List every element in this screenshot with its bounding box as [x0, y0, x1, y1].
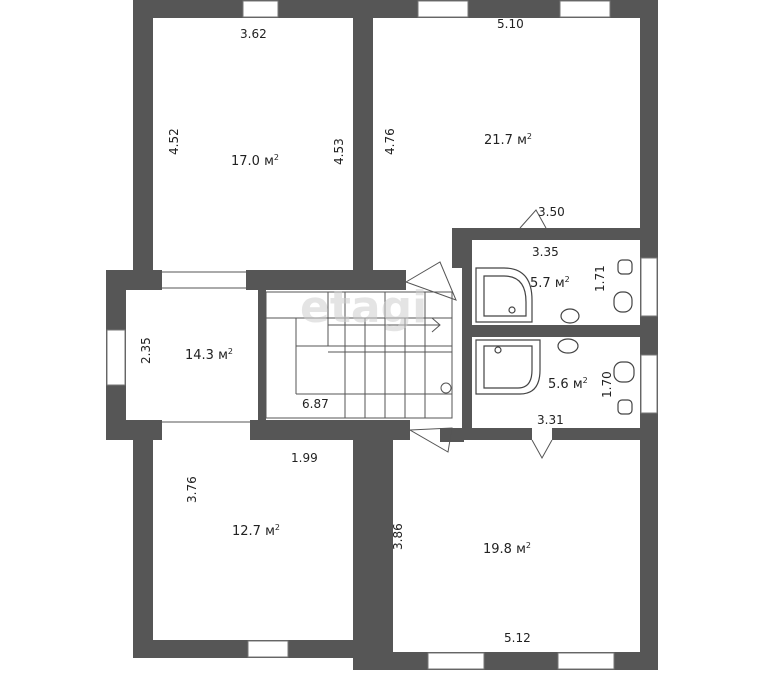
windows [106, 0, 658, 670]
room-top-left-area: 17.0 м2 [231, 153, 279, 169]
window-top-left [242, 0, 279, 18]
room-top-left-dim-right: 4.53 [332, 138, 346, 165]
sink-lower [557, 338, 579, 354]
bath-lower-dim-width: 3.31 [537, 413, 564, 427]
bath-lower: 5.6 м2 1.70 3.31 [537, 371, 614, 427]
toilet-lower-b [617, 399, 633, 415]
room-bottom-left: 12.7 м2 1.99 3.76 [185, 451, 318, 539]
window-right-lower [640, 354, 658, 414]
toilet-lower-a [613, 361, 635, 383]
window-bottom-left [247, 640, 289, 658]
room-top-right-dim-width: 5.10 [497, 17, 524, 31]
window-hall-left [106, 329, 126, 386]
room-top-right-dim-left: 4.76 [383, 128, 397, 155]
bath-upper-area: 5.7 м2 [530, 275, 570, 291]
window-top-right-b [559, 0, 611, 18]
staircase [265, 291, 453, 419]
room-top-left: 17.0 м2 3.62 4.52 4.53 [167, 27, 346, 169]
room-top-right-dim-bottom: 3.50 [538, 205, 565, 219]
watermark: etagi [300, 282, 427, 333]
room-bottom-left-dim-width: 1.99 [291, 451, 318, 465]
bath-upper-fixtures [475, 259, 633, 324]
room-top-left-dim-width: 3.62 [240, 27, 267, 41]
sink-upper [560, 308, 580, 324]
bath-upper-dim-height: 1.71 [593, 265, 607, 292]
doors [404, 209, 553, 460]
toilet-upper-b [613, 291, 633, 313]
bath-lower-dim-height: 1.70 [600, 371, 614, 398]
shower-tray-upper [475, 267, 533, 323]
hall-dim-height: 2.35 [139, 337, 153, 364]
room-top-left-dim-left: 4.52 [167, 128, 181, 155]
window-right-upper [640, 257, 658, 317]
hall-area: 14.3 м2 [185, 347, 233, 363]
room-bottom-right-dim-width: 5.12 [504, 631, 531, 645]
room-bottom-right: 19.8 м2 3.86 5.12 [391, 523, 531, 645]
bath-upper: 5.7 м2 3.35 1.71 [530, 245, 607, 292]
window-bottom-right-b [557, 652, 615, 670]
shower-tray-lower [475, 339, 541, 395]
room-top-right: 21.7 м2 5.10 4.76 3.50 [383, 17, 565, 219]
room-bottom-right-area: 19.8 м2 [483, 541, 531, 557]
room-top-right-area: 21.7 м2 [484, 132, 532, 148]
bath-lower-area: 5.6 м2 [548, 376, 588, 392]
walls [106, 0, 658, 670]
room-bottom-left-dim-left: 3.76 [185, 476, 199, 503]
bath-upper-dim-width: 3.35 [532, 245, 559, 259]
window-bottom-right-a [427, 652, 485, 670]
hall: 14.3 м2 2.35 6.87 [139, 337, 329, 411]
toilet-upper-a [617, 259, 633, 275]
hall-dim-length: 6.87 [302, 397, 329, 411]
bath-lower-fixtures [475, 338, 635, 415]
room-bottom-right-dim-left: 3.86 [391, 523, 405, 550]
window-top-right-a [417, 0, 469, 18]
room-bottom-left-area: 12.7 м2 [232, 523, 280, 539]
